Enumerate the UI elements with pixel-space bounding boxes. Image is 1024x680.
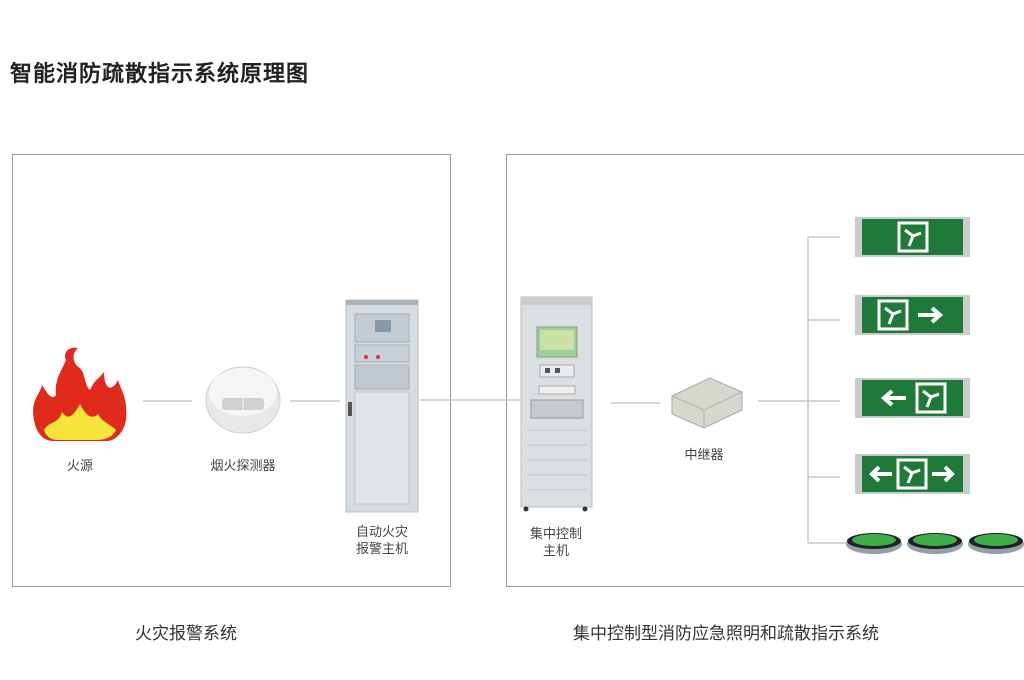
alarm-host-label-line2: 报警主机 [355,542,408,557]
floor-light-icon [968,533,1024,554]
alarm-host-label: 自动火灾 报警主机 [342,524,422,558]
floor-light-icon [907,533,963,554]
fire-alarm-system-caption: 火灾报警系统 [135,624,237,644]
control-host-label-line2: 主机 [542,544,569,559]
control-host-label-line1: 集中控制 [529,527,582,542]
left-arrow-exit-sign-icon [855,378,970,418]
floor-lights [846,533,1024,554]
control-host-label: 集中控制 主机 [516,526,596,560]
smoke-detector-label: 烟火探测器 [210,459,276,474]
exit-right-arrow-sign-icon [855,295,970,335]
exit-signs [855,217,970,494]
repeater-label: 中继器 [684,448,724,463]
bidirectional-exit-sign-icon [855,454,970,494]
alarm-host-label-line1: 自动火灾 [355,525,408,540]
floor-light-icon [846,533,902,554]
flame-icon [33,347,127,441]
evacuation-system-caption: 集中控制型消防应急照明和疏散指示系统 [573,624,879,644]
central-control-host-icon [520,296,593,512]
page-title: 智能消防疏散指示系统原理图 [10,61,310,87]
alarm-host-cabinet-icon [345,299,419,513]
exit-sign-icon [855,217,970,257]
smoke-detector-icon [205,366,281,434]
repeater-icon [671,377,743,429]
fire-source-label: 火源 [66,459,93,474]
connection-lines [143,236,846,544]
